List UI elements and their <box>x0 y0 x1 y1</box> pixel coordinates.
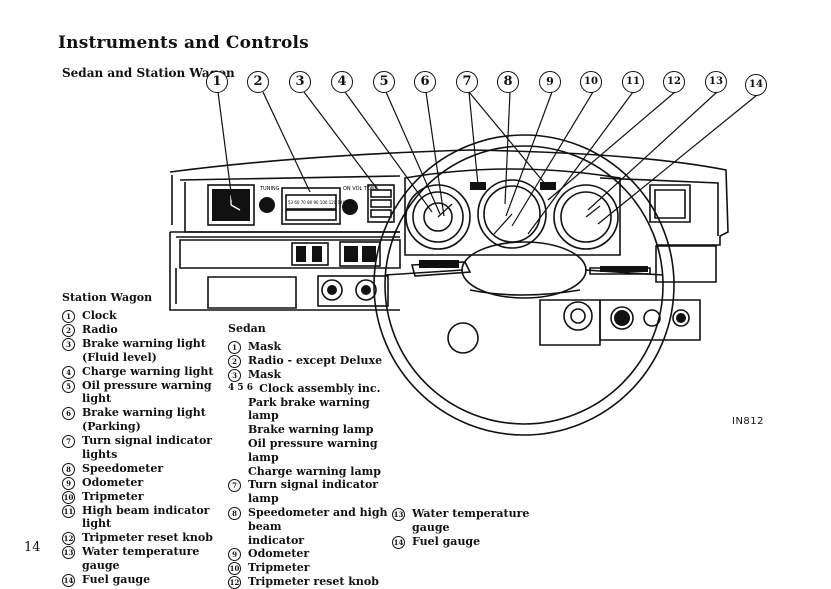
callout-4: 4 <box>331 71 353 93</box>
callout-10: 10 <box>580 71 602 93</box>
tuning-label: TUNING <box>259 186 280 192</box>
list-item-continuation: (Fluid level) <box>82 350 157 364</box>
page-subtitle: Sedan and Station Wagon <box>62 66 235 80</box>
list-item: Oil pressure warning lamp <box>248 436 378 464</box>
list-item: Charge warning lamp <box>248 464 381 478</box>
sedan-heading: Sedan <box>228 322 266 335</box>
callout-6: 6 <box>414 71 436 93</box>
figure-code: IN812 <box>732 416 765 427</box>
list-item: Brake warning lamp <box>248 423 374 437</box>
list-item-continuation: indicator <box>248 533 305 547</box>
page-number: 14 <box>24 540 41 555</box>
callout-3: 3 <box>289 71 311 93</box>
callout-11: 11 <box>622 71 644 93</box>
callout-8: 8 <box>497 71 519 93</box>
callout-7: 7 <box>456 71 478 93</box>
radio-dial-label: 53 60 70 80 90 100 120 140 160 <box>288 200 355 205</box>
callout-9: 9 <box>539 71 561 93</box>
callout-13: 13 <box>705 71 727 93</box>
list-item: Park brake warning lamp <box>248 395 370 423</box>
volume-label: ON VOL TONE <box>343 186 378 192</box>
page-title: Instruments and Controls <box>58 33 309 53</box>
callout-1: 1 <box>206 71 228 93</box>
callout-2: 2 <box>247 71 269 93</box>
list-item-continuation: (Parking) <box>82 420 141 434</box>
callout-12: 12 <box>663 71 685 93</box>
callout-5: 5 <box>373 71 395 93</box>
callout-14: 14 <box>745 74 767 96</box>
station-wagon-heading: Station Wagon <box>62 291 153 304</box>
